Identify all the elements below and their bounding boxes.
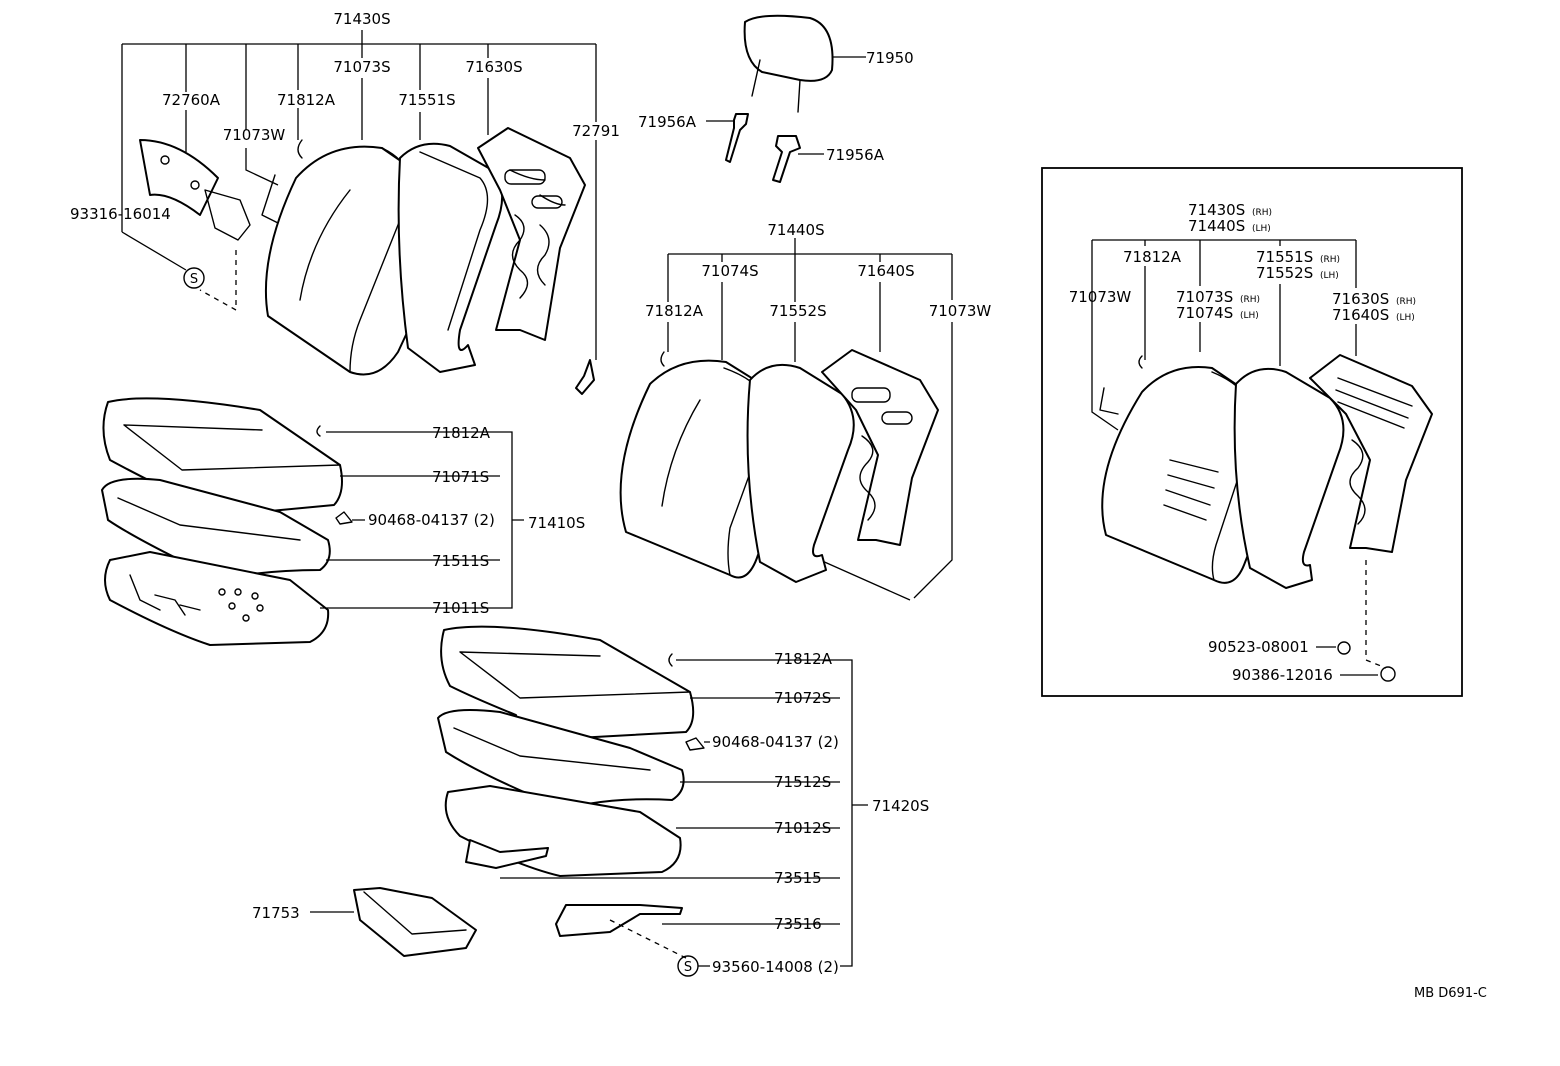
headrest-part: [743, 14, 834, 82]
support-right-part: [772, 135, 801, 183]
seatback-frame-part: [477, 127, 586, 341]
tray-part: [353, 887, 477, 957]
label-fastener: 90468-04137 (2): [368, 511, 495, 529]
center-cushion-pad-part: [437, 709, 685, 815]
label-hinge-cover: 72760A: [162, 91, 221, 109]
label-cover-lh: 71074S: [1176, 304, 1233, 322]
label-wire: 71073W: [929, 302, 992, 320]
label-clip: 71812A: [645, 302, 704, 320]
label-frame-lh-tag: (LH): [1396, 313, 1415, 323]
wire-part: [261, 174, 283, 226]
hinge-cover-part: [139, 139, 251, 241]
label-s-mark: S: [190, 272, 198, 287]
label-frame: 71011S: [432, 599, 489, 617]
inset-subframe-part: [1233, 368, 1345, 589]
label-group: 71410S: [528, 514, 585, 532]
label-rh: (RH): [1252, 208, 1272, 218]
bracket-a-part: [465, 839, 549, 869]
diagram-code: MB D691-C: [1414, 986, 1487, 1001]
label-sub-frame: 71073S: [333, 58, 390, 76]
cushion-frame-part: [104, 551, 330, 646]
label-pad: 71511S: [432, 552, 489, 570]
label-nut: 90523-08001: [1208, 638, 1309, 656]
label-pad-rh: 71551S: [1256, 248, 1313, 266]
label-clip: 71812A: [774, 650, 833, 668]
label-frame-rh-tag: (RH): [1396, 297, 1416, 307]
bolt-icon: [1380, 666, 1396, 682]
label-support-right: 71956A: [826, 146, 885, 164]
headrest-group: 71950 71956A 71956A: [638, 14, 914, 183]
label-pad-lh: 71552S: [1256, 264, 1313, 282]
label-cover: 71071S: [432, 468, 489, 486]
label-clip: 71812A: [432, 424, 491, 442]
inset-frame: [1041, 167, 1463, 697]
bracket-b-part: [555, 904, 683, 937]
center-seatback-group: 71440S 71074S 71640S 71812A 71552S 71073…: [619, 221, 992, 601]
label-clip: 71812A: [277, 91, 336, 109]
nut-icon: [1337, 641, 1351, 655]
label-frame-lh: 71640S: [1332, 306, 1389, 324]
label-pad-rh-tag: (RH): [1320, 255, 1340, 265]
lower-center-cushion-group: 71812A 71072S 90468-04137 (2) 71512S 714…: [252, 625, 929, 977]
label-fastener: 90468-04137 (2): [712, 733, 839, 751]
center-subframe-part: [746, 364, 855, 583]
s-mark-icon: [183, 267, 205, 289]
label-headrest: 71950: [866, 49, 914, 67]
label-pad: 71551S: [398, 91, 455, 109]
label-tray: 71753: [252, 904, 300, 922]
center-frame-part: [821, 349, 939, 546]
label-cover-rh: 71073S: [1176, 288, 1233, 306]
label-group: 71420S: [872, 797, 929, 815]
inset-box-group: 71430S (RH) 71440S (LH) 71812A 71551S (R…: [1041, 167, 1463, 697]
label-support-left: 71956A: [638, 113, 697, 131]
label-frame: 71640S: [857, 262, 914, 280]
upper-left-seatback-group: 71430S 71073S 71630S 72760A 71812A 71551…: [70, 10, 620, 395]
clip-part: [297, 139, 303, 159]
label-bracket-b: 73516: [774, 915, 822, 933]
label-bolt: 90386-12016: [1232, 666, 1333, 684]
label-pad: 71552S: [769, 302, 826, 320]
label-group: 71440S: [767, 221, 824, 239]
label-cover-rh-tag: (RH): [1240, 295, 1260, 305]
label-frame: 71630S: [465, 58, 522, 76]
inset-frame-part: [1309, 354, 1433, 553]
seatback-subframe-part: [397, 142, 503, 373]
label-cover: 71072S: [774, 689, 831, 707]
label-group-lh: 71440S: [1188, 217, 1245, 235]
label-cover-lh-tag: (LH): [1240, 311, 1259, 321]
lock-rod-part: [575, 359, 595, 395]
label-frame: 71012S: [774, 819, 831, 837]
label-frame-rh: 71630S: [1332, 290, 1389, 308]
support-left-part: [725, 113, 749, 163]
label-group-rh: 71430S: [1188, 201, 1245, 219]
label-pad-lh-tag: (LH): [1320, 271, 1339, 281]
label-clip: 71812A: [1123, 248, 1182, 266]
label-lh: (LH): [1252, 224, 1271, 234]
label-screw: 93316-16014: [70, 205, 171, 223]
label-wire: 71073W: [223, 126, 286, 144]
label-pad: 71512S: [774, 773, 831, 791]
label-group: 71430S: [333, 10, 390, 28]
label-cover: 71074S: [701, 262, 758, 280]
label-s-mark: S: [684, 960, 692, 975]
label-lock-rod: 72791: [572, 122, 620, 140]
label-screw: 93560-14008 (2): [712, 958, 839, 976]
label-bracket-a: 73515: [774, 869, 822, 887]
lower-left-cushion-group: 71812A 71071S 90468-04137 (2) 71410S 715…: [101, 397, 585, 646]
label-wire: 71073W: [1069, 288, 1132, 306]
